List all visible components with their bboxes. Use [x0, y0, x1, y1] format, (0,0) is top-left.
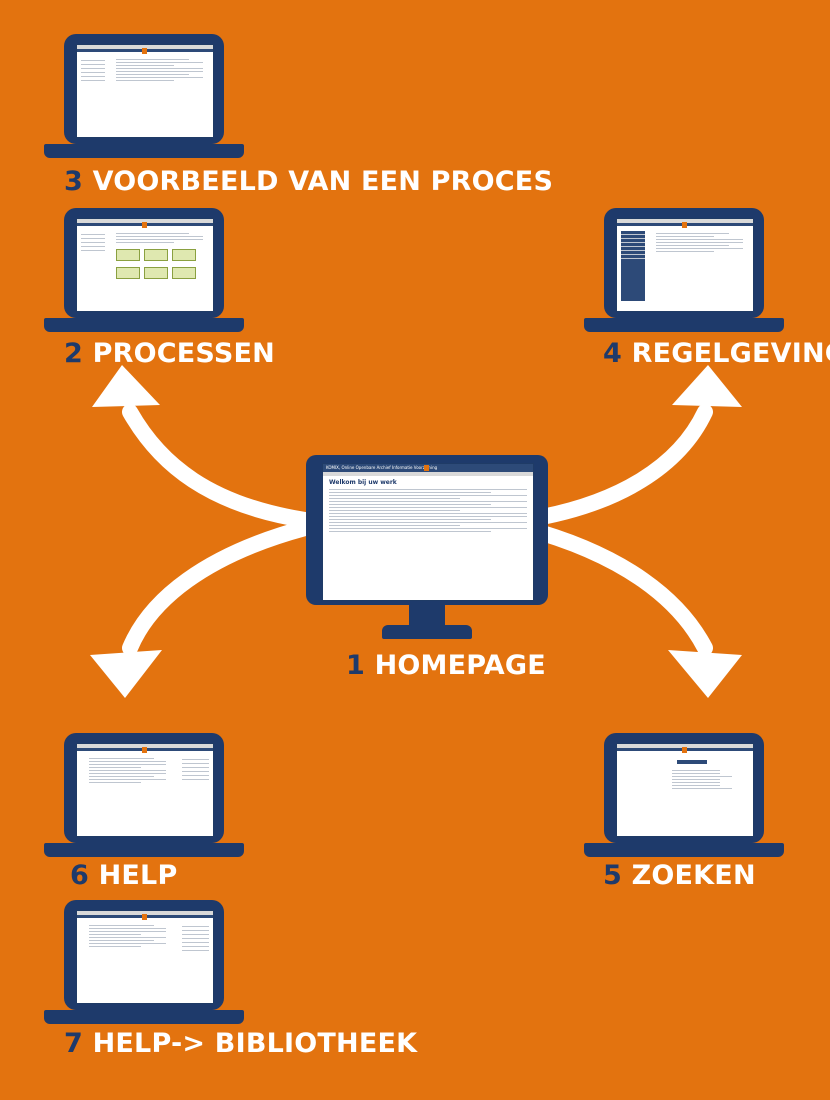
laptop-processen — [44, 208, 244, 334]
label-number: 2 — [64, 338, 83, 369]
label-text: ZOEKEN — [631, 860, 756, 891]
laptop-zoeken — [584, 733, 784, 859]
screenshot-processen — [76, 218, 214, 312]
screenshot-zoeken — [616, 743, 754, 837]
arrowhead-zoeken — [668, 650, 742, 698]
arrow-to-regelgeving — [517, 404, 713, 528]
arrow-to-zoeken — [517, 520, 713, 656]
screenshot-regelgeving — [616, 218, 754, 312]
label-text: HOMEPAGE — [374, 650, 546, 681]
label-number: 1 — [346, 650, 365, 681]
homepage-heading: Welkom bij uw werk — [329, 479, 397, 486]
label-text: REGELGEVING — [631, 338, 830, 369]
screenshot-bibliotheek — [76, 910, 214, 1004]
laptop-regelgeving — [584, 208, 784, 334]
label-number: 5 — [603, 860, 622, 891]
screenshot-homepage: KOMIX, Online Openbare Archief Informati… — [322, 463, 534, 601]
laptop-bibliotheek — [44, 900, 244, 1026]
arrowhead-help — [90, 650, 162, 698]
arrow-to-processen — [122, 404, 313, 528]
laptop-voorbeeld — [44, 34, 244, 160]
label-text: VOORBEELD VAN EEN PROCES — [92, 166, 554, 197]
arrowhead-processen — [92, 365, 160, 407]
label-number: 3 — [64, 166, 83, 197]
arrow-to-help — [122, 520, 313, 656]
label-bibliotheek: 7 HELP-> BIBLIOTHEEK — [64, 1028, 417, 1059]
label-zoeken: 5 ZOEKEN — [603, 860, 756, 891]
arrowhead-regelgeving — [672, 365, 742, 407]
label-processen: 2 PROCESSEN — [64, 338, 275, 369]
label-help: 6 HELP — [70, 860, 177, 891]
monitor-homepage: KOMIX, Online Openbare Archief Informati… — [306, 455, 548, 655]
screenshot-help — [76, 743, 214, 837]
label-text: PROCESSEN — [92, 338, 275, 369]
label-text: HELP-> BIBLIOTHEEK — [92, 1028, 418, 1059]
label-number: 6 — [70, 860, 89, 891]
label-number: 4 — [603, 338, 622, 369]
label-text: HELP — [98, 860, 178, 891]
label-voorbeeld: 3 VOORBEELD VAN EEN PROCES — [64, 166, 553, 197]
label-regelgeving: 4 REGELGEVING — [603, 338, 830, 369]
screenshot-voorbeeld — [76, 44, 214, 138]
label-homepage: 1 HOMEPAGE — [346, 650, 546, 681]
label-number: 7 — [64, 1028, 83, 1059]
laptop-help — [44, 733, 244, 859]
